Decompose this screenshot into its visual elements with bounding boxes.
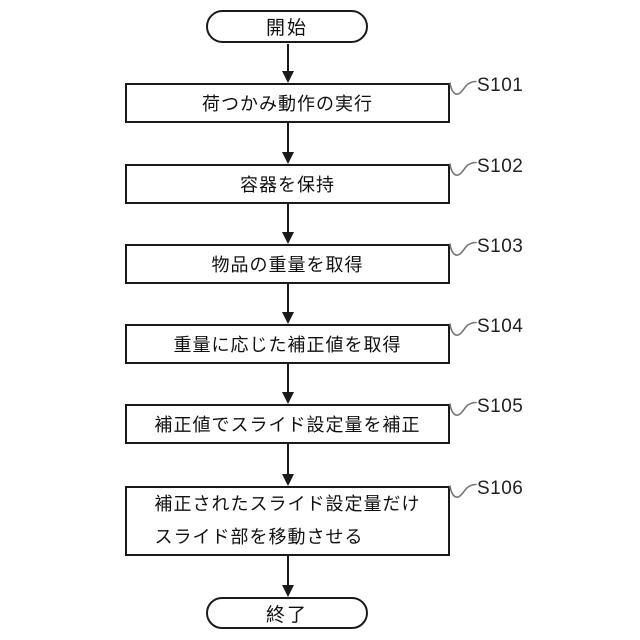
flow-connector bbox=[287, 284, 289, 312]
leader-line-icon bbox=[449, 483, 477, 498]
flow-connector bbox=[287, 556, 289, 585]
process-box-s101: 荷つかみ動作の実行 bbox=[125, 83, 450, 123]
flow-connector bbox=[287, 123, 289, 152]
process-text: 補正されたスライド設定量だけ スライド部を移動させる bbox=[154, 494, 421, 547]
end-label: 終了 bbox=[265, 604, 308, 626]
process-box-s104: 重量に応じた補正値を取得 bbox=[125, 324, 450, 364]
end-terminal: 終了 bbox=[206, 597, 368, 629]
arrow-down-icon bbox=[282, 312, 294, 324]
arrow-down-icon bbox=[282, 585, 294, 597]
leader-line-icon bbox=[449, 161, 477, 176]
step-label-s104: S104 bbox=[477, 316, 524, 337]
process-text: 物品の重量を取得 bbox=[211, 255, 364, 275]
step-label-s102: S102 bbox=[477, 156, 524, 177]
process-box-s103: 物品の重量を取得 bbox=[125, 244, 450, 284]
process-text: 容器を保持 bbox=[240, 175, 335, 195]
step-label-s106: S106 bbox=[477, 478, 524, 499]
arrow-down-icon bbox=[282, 71, 294, 83]
step-label-s103: S103 bbox=[477, 236, 524, 257]
process-box-s102: 容器を保持 bbox=[125, 164, 450, 204]
leader-line-icon bbox=[449, 321, 477, 336]
flow-connector bbox=[287, 364, 289, 392]
process-box-s105: 補正値でスライド設定量を補正 bbox=[125, 404, 450, 444]
flow-connector bbox=[287, 444, 289, 474]
arrow-down-icon bbox=[282, 474, 294, 486]
process-text: 補正値でスライド設定量を補正 bbox=[154, 415, 421, 435]
process-text: 荷つかみ動作の実行 bbox=[202, 94, 373, 114]
arrow-down-icon bbox=[282, 152, 294, 164]
leader-line-icon bbox=[449, 401, 477, 416]
process-box-s106: 補正されたスライド設定量だけ スライド部を移動させる bbox=[125, 486, 450, 556]
process-text: 重量に応じた補正値を取得 bbox=[173, 335, 402, 355]
leader-line-icon bbox=[449, 241, 477, 256]
arrow-down-icon bbox=[282, 232, 294, 244]
step-label-s101: S101 bbox=[477, 75, 524, 96]
step-label-s105: S105 bbox=[477, 396, 524, 417]
flow-connector bbox=[287, 204, 289, 232]
start-terminal: 開始 bbox=[206, 10, 368, 43]
leader-line-icon bbox=[449, 80, 477, 95]
arrow-down-icon bbox=[282, 392, 294, 404]
start-label: 開始 bbox=[265, 18, 308, 39]
flow-connector bbox=[287, 44, 289, 72]
